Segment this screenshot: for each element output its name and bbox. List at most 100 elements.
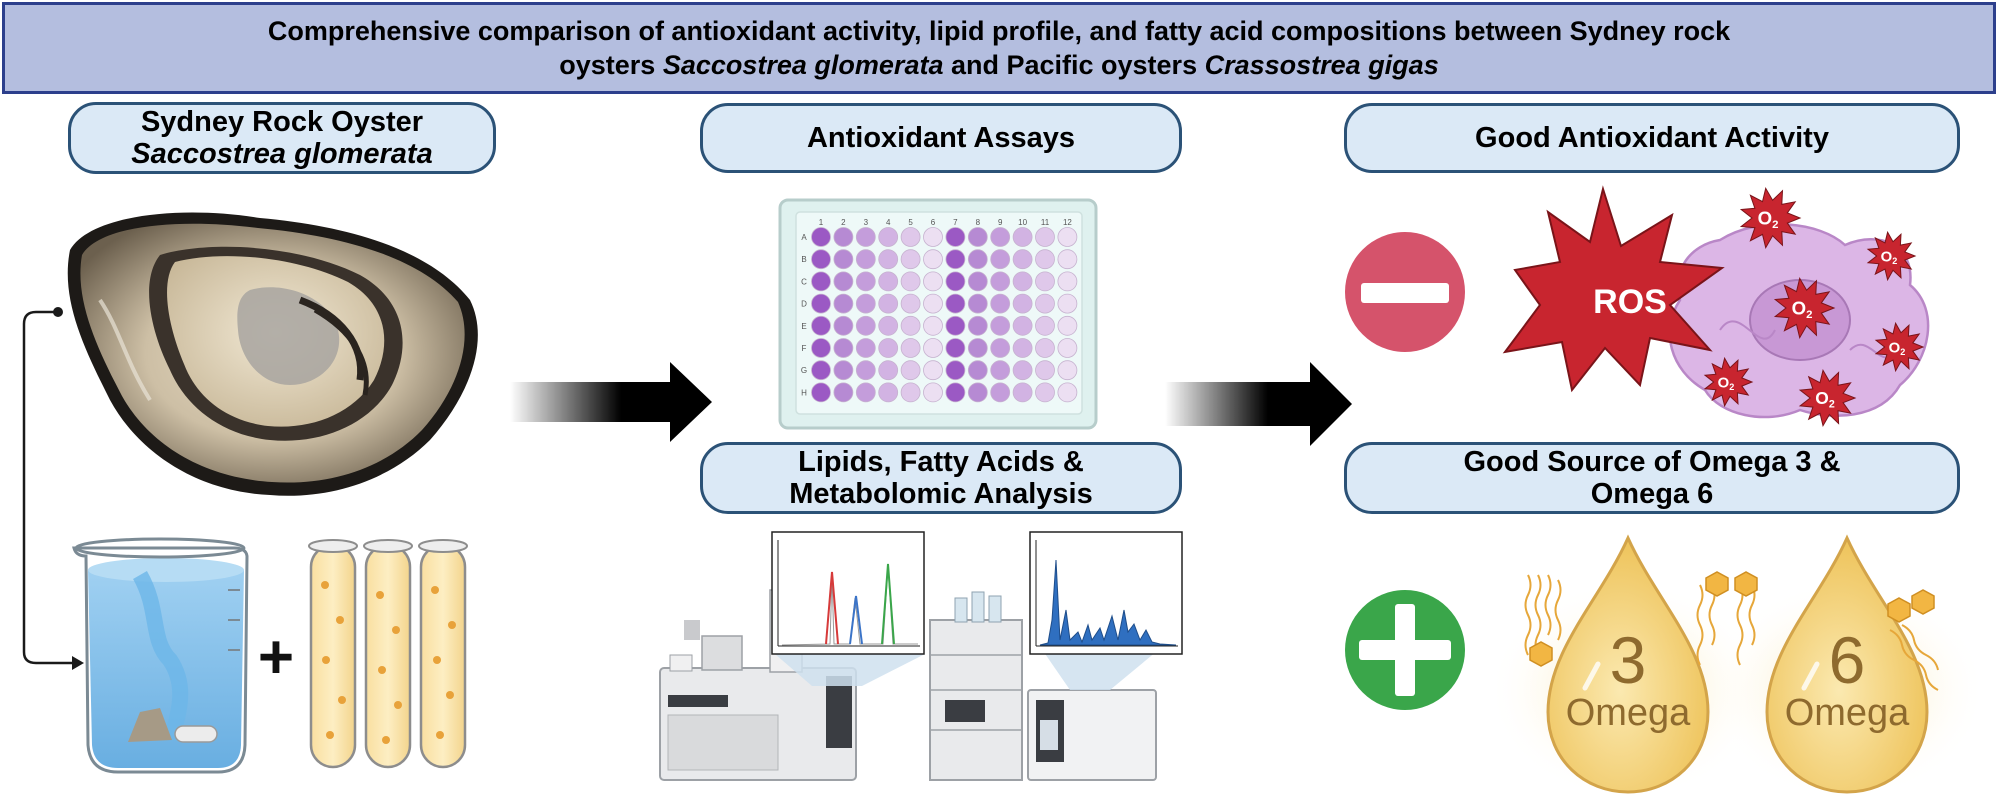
plate-well — [811, 360, 831, 381]
figure-title: Comprehensive comparison of antioxidant … — [2, 2, 1996, 94]
superoxide-icon: O2 — [1866, 230, 1917, 282]
plate-well — [945, 293, 966, 314]
plate-well — [878, 360, 899, 381]
plate-well — [1035, 315, 1055, 336]
plate-well — [855, 227, 876, 247]
plate-well — [855, 382, 876, 403]
test-tubes — [308, 539, 468, 769]
title-line-1: Comprehensive comparison of antioxidant … — [267, 16, 1731, 46]
plate-well — [967, 227, 988, 247]
plate-well — [967, 315, 988, 336]
plate-well — [967, 249, 988, 270]
chromatogram-2 — [1029, 531, 1183, 655]
plate-well — [1035, 271, 1055, 292]
ros-text: ROS — [1593, 283, 1667, 321]
plate-well — [945, 249, 966, 270]
plate-well — [967, 360, 988, 381]
lc-instrument-icon — [929, 591, 1157, 781]
plate-well — [811, 382, 831, 403]
plate-well — [1057, 338, 1078, 358]
chromatogram-1 — [771, 531, 925, 655]
plate-well — [811, 227, 831, 247]
plate-well — [855, 293, 876, 314]
plate-row-label: C — [801, 277, 807, 286]
good-antioxidant-label: Good Antioxidant Activity — [1344, 103, 1960, 173]
omega-source-label: Good Source of Omega 3 & Omega 6 — [1344, 442, 1960, 514]
plate-row-label: F — [802, 344, 807, 353]
plate-well — [878, 249, 899, 270]
test-tube-3 — [418, 539, 468, 769]
plate-well — [990, 249, 1011, 270]
arrow-right-2 — [1165, 362, 1352, 446]
plate-well — [945, 227, 966, 247]
beaker-icon — [72, 537, 249, 774]
plate-well — [923, 360, 943, 381]
plate-well — [1012, 315, 1033, 336]
plate-column-label: 11 — [1041, 218, 1050, 227]
plate-well — [900, 249, 921, 270]
plate-well — [1057, 271, 1078, 292]
plate-well — [855, 271, 876, 292]
plate-well — [855, 338, 876, 358]
plate-well — [1057, 293, 1078, 314]
plate-well — [1012, 382, 1033, 403]
plate-well — [990, 293, 1011, 314]
plate-well — [900, 360, 921, 381]
plate-well — [900, 382, 921, 403]
superoxide-icon: O2 — [1773, 276, 1836, 340]
plate-well — [945, 271, 966, 292]
plate-well — [1035, 382, 1055, 403]
plate-well — [833, 271, 854, 292]
plate-well — [923, 315, 943, 336]
plate-well — [1057, 382, 1078, 403]
plate-row-label: E — [801, 322, 806, 331]
plate-well — [945, 338, 966, 358]
plate-wells — [811, 227, 1078, 403]
plate-well — [1012, 249, 1033, 270]
plate-well — [990, 382, 1011, 403]
oyster-label: Sydney Rock Oyster Saccostrea glomerata — [68, 102, 496, 174]
plate-well — [878, 271, 899, 292]
plate-well — [967, 293, 988, 314]
superoxide-icon: O2 — [1874, 321, 1925, 373]
plate-column-label: 6 — [931, 218, 936, 227]
test-tube-2 — [363, 539, 413, 769]
lipid-heads — [1529, 571, 1935, 667]
plate-well — [878, 382, 899, 403]
omega6-number: 6 — [1829, 623, 1866, 697]
plate-well — [811, 315, 831, 336]
plate-well — [878, 338, 899, 358]
plate-well — [878, 293, 899, 314]
lipids-analysis-label: Lipids, Fatty Acids & Metabolomic Analys… — [700, 442, 1182, 514]
plate-row-label: H — [801, 388, 807, 397]
test-tube-1 — [308, 539, 358, 769]
plate-well — [1057, 249, 1078, 270]
plate-well — [900, 338, 921, 358]
plate-well — [923, 338, 943, 358]
oyster-image — [67, 212, 478, 496]
plate-well — [990, 360, 1011, 381]
plate-column-label: 5 — [908, 218, 913, 227]
plate-column-label: 8 — [976, 218, 981, 227]
plate-well — [990, 227, 1011, 247]
omega3-drop: 3 Omega — [1546, 534, 1710, 794]
plate-well — [1057, 315, 1078, 336]
plate-well — [900, 271, 921, 292]
plate-well — [833, 315, 854, 336]
title-line-2: oysters Saccostrea glomerata and Pacific… — [559, 50, 1439, 80]
plate-row-label: B — [801, 255, 806, 264]
omega6-drop: 6 Omega — [1765, 534, 1929, 794]
plate-well — [967, 338, 988, 358]
plate-well — [878, 227, 899, 247]
plate-column-label: 2 — [841, 218, 846, 227]
plate-well — [1012, 293, 1033, 314]
plate-well — [833, 293, 854, 314]
plate-well — [967, 382, 988, 403]
plate-well — [811, 271, 831, 292]
plate-well — [833, 360, 854, 381]
plate-row-label: A — [801, 233, 807, 242]
